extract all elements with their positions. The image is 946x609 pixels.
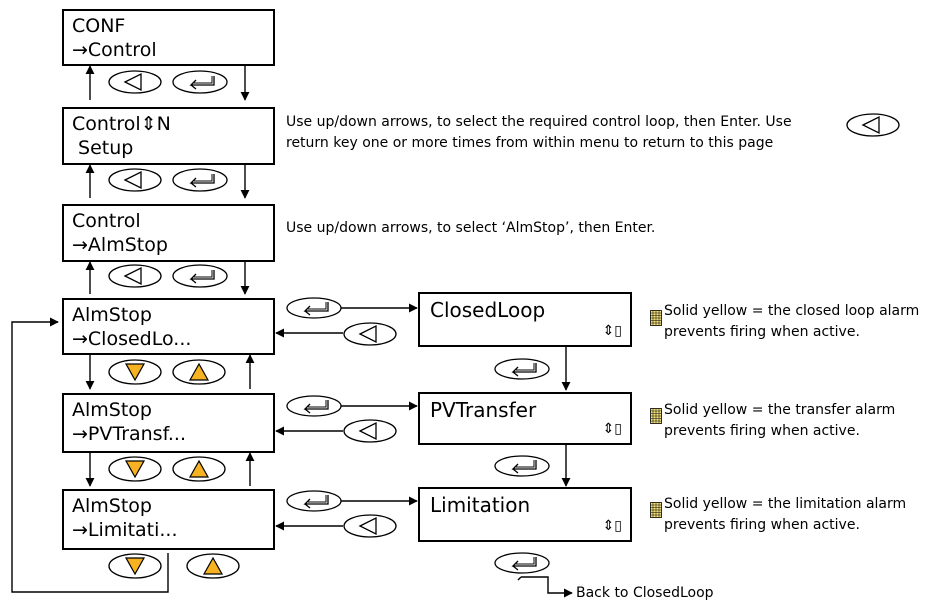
enter-button-icon[interactable] <box>494 552 550 574</box>
enter-button-icon[interactable] <box>286 395 342 417</box>
note-line: Solid yellow = the transfer alarm <box>664 402 896 418</box>
screen-line-1: Control⇕N <box>72 113 171 135</box>
yellow-grid-indicator-icon <box>650 310 662 326</box>
almstop-limitation-screen: AlmStop →Limitati... <box>62 489 275 550</box>
yellow-grid-indicator-icon <box>650 502 662 518</box>
screen-line-1: AlmStop <box>72 399 152 421</box>
conf-screen: CONF →Control <box>62 9 275 66</box>
updown-indicator: ⇕▯ <box>602 421 622 437</box>
screen-line-1: CONF <box>72 15 126 37</box>
enter-button-icon[interactable] <box>494 358 550 380</box>
back-button-icon[interactable] <box>108 264 162 288</box>
screen-line-1: AlmStop <box>72 304 152 326</box>
almstop-note: Use up/down arrows, to select ‘AlmStop’,… <box>286 220 656 236</box>
note-line: Solid yellow = the closed loop alarm <box>664 303 920 319</box>
back-button-icon <box>846 113 900 137</box>
control-screen: Control →AlmStop <box>62 204 275 262</box>
note-line: prevents firing when active. <box>664 324 860 340</box>
screen-line-2: →PVTransf... <box>72 423 187 445</box>
enter-button-icon[interactable] <box>494 455 550 477</box>
down-button-icon[interactable] <box>108 553 162 579</box>
screen-line-2: →AlmStop <box>72 234 168 256</box>
screen-line-2: →Limitati... <box>72 519 178 541</box>
back-button-icon[interactable] <box>108 168 162 192</box>
up-button-icon[interactable] <box>172 456 226 482</box>
note-line: prevents firing when active. <box>664 423 860 439</box>
note-line: Solid yellow = the limitation alarm <box>664 496 907 512</box>
back-button-icon[interactable] <box>343 322 397 346</box>
closed-loop-note: Solid yellow = the closed loop alarm pre… <box>664 301 919 343</box>
screen-line-1: AlmStop <box>72 495 152 517</box>
enter-button-icon[interactable] <box>172 70 228 94</box>
updown-indicator: ⇕▯ <box>602 518 622 534</box>
enter-button-icon[interactable] <box>172 264 228 288</box>
closedloop-screen: ClosedLoop ⇕▯ <box>418 292 632 347</box>
limitation-note: Solid yellow = the limitation alarm prev… <box>664 494 906 536</box>
back-to-closedloop-note: Back to ClosedLoop <box>576 585 714 601</box>
transfer-note: Solid yellow = the transfer alarm preven… <box>664 400 895 442</box>
enter-button-icon[interactable] <box>172 168 228 192</box>
screen-line-1: Control <box>72 210 141 232</box>
back-button-icon[interactable] <box>343 419 397 443</box>
limitation-screen: Limitation ⇕▯ <box>418 487 632 542</box>
back-button-icon[interactable] <box>343 514 397 538</box>
screen-line-2: Setup <box>72 137 134 159</box>
almstop-pvtransfer-screen: AlmStop →PVTransf... <box>62 393 275 453</box>
note-line: Use up/down arrows, to select the requir… <box>286 114 792 130</box>
yellow-grid-indicator-icon <box>650 408 662 424</box>
screen-line-2: →ClosedLo... <box>72 328 192 350</box>
pvtransfer-screen: PVTransfer ⇕▯ <box>418 392 632 445</box>
updown-indicator: ⇕▯ <box>602 323 622 339</box>
up-button-icon[interactable] <box>172 359 226 385</box>
note-line: prevents firing when active. <box>664 517 860 533</box>
screen-line-2: →Control <box>72 39 157 61</box>
down-button-icon[interactable] <box>108 359 162 385</box>
almstop-closedloop-screen: AlmStop →ClosedLo... <box>62 298 275 355</box>
enter-button-icon[interactable] <box>286 490 342 512</box>
loop-select-note: Use up/down arrows, to select the requir… <box>286 112 792 154</box>
control-loop-screen: Control⇕N Setup <box>62 107 275 165</box>
up-button-icon[interactable] <box>186 553 240 579</box>
screen-title: Limitation <box>430 493 531 517</box>
back-button-icon[interactable] <box>108 70 162 94</box>
enter-button-icon[interactable] <box>286 297 342 319</box>
screen-title: PVTransfer <box>430 398 537 422</box>
down-button-icon[interactable] <box>108 456 162 482</box>
note-line: return key one or more times from within… <box>286 135 774 151</box>
screen-title: ClosedLoop <box>430 298 546 322</box>
